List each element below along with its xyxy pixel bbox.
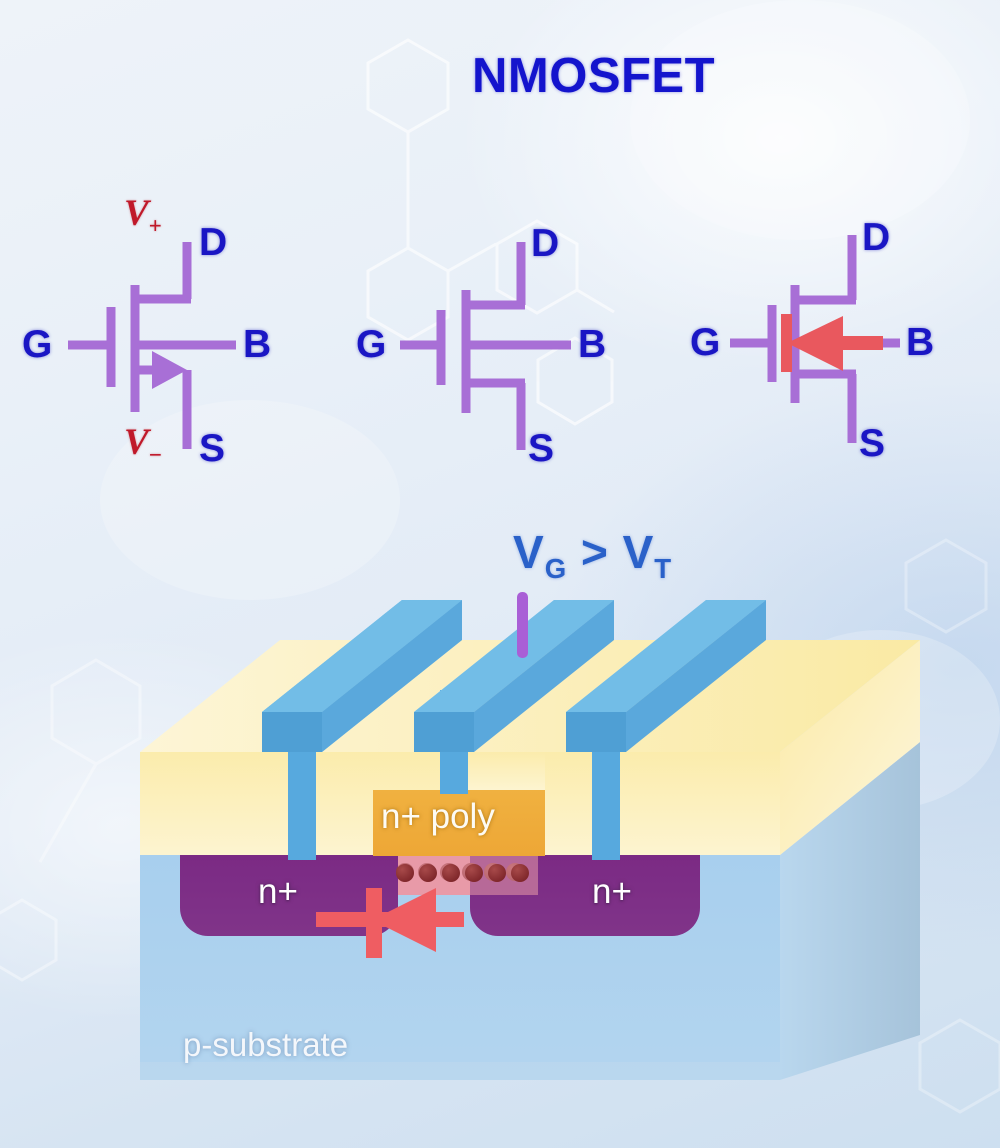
metal-line-3 [566, 600, 766, 752]
symbol-body-diode-bulk: B [906, 321, 935, 364]
symbol-biased-wires [68, 242, 236, 449]
symbol-body-diode-drain: D [862, 216, 891, 259]
metal-line-1 [262, 600, 462, 752]
channel-inversion-layer [396, 855, 538, 895]
gate-voltage-marker [517, 592, 528, 658]
nplus-source-label: n+ [258, 872, 298, 911]
symbol-plain-wires [400, 242, 571, 450]
metal-line-2 [414, 600, 614, 752]
symbol-plain-gate: G [356, 323, 387, 366]
hexagon-decor-left [0, 658, 142, 982]
substrate-label: p-substrate [183, 1026, 349, 1063]
symbol-biased-source: S [199, 427, 226, 470]
poly-gate-label: n+ poly [381, 797, 495, 836]
symbol-plain-bulk: B [578, 323, 607, 366]
page-title: NMOSFET [472, 49, 716, 103]
poly-gate-block [373, 790, 545, 856]
symbol-plain-drain: D [531, 222, 560, 265]
symbol-biased-drain: D [199, 221, 228, 264]
symbol-body-diode-source: S [859, 422, 886, 465]
symbol-biased-vminus: V− [124, 422, 162, 468]
symbol-biased-vplus: V+ [124, 193, 162, 239]
symbol-plain-source: S [528, 427, 555, 470]
purple-arrow-right-icon [152, 351, 187, 389]
hexagon-molecule-chain [366, 38, 615, 426]
contact-plug-drain [592, 748, 620, 860]
red-diode-left-icon [781, 314, 883, 372]
hexagon-decor-right [904, 538, 1000, 1114]
gate-condition-label: VG > VT [513, 526, 673, 585]
body-diode-icon [316, 888, 464, 958]
nplus-drain-label: n+ [592, 872, 632, 911]
symbol-body-diode-gate: G [690, 321, 721, 364]
oxide-front-overlay [140, 752, 780, 855]
symbol-biased-gate: G [22, 323, 53, 366]
contact-plug-source [288, 748, 316, 860]
symbol-biased-bulk: B [243, 323, 272, 366]
